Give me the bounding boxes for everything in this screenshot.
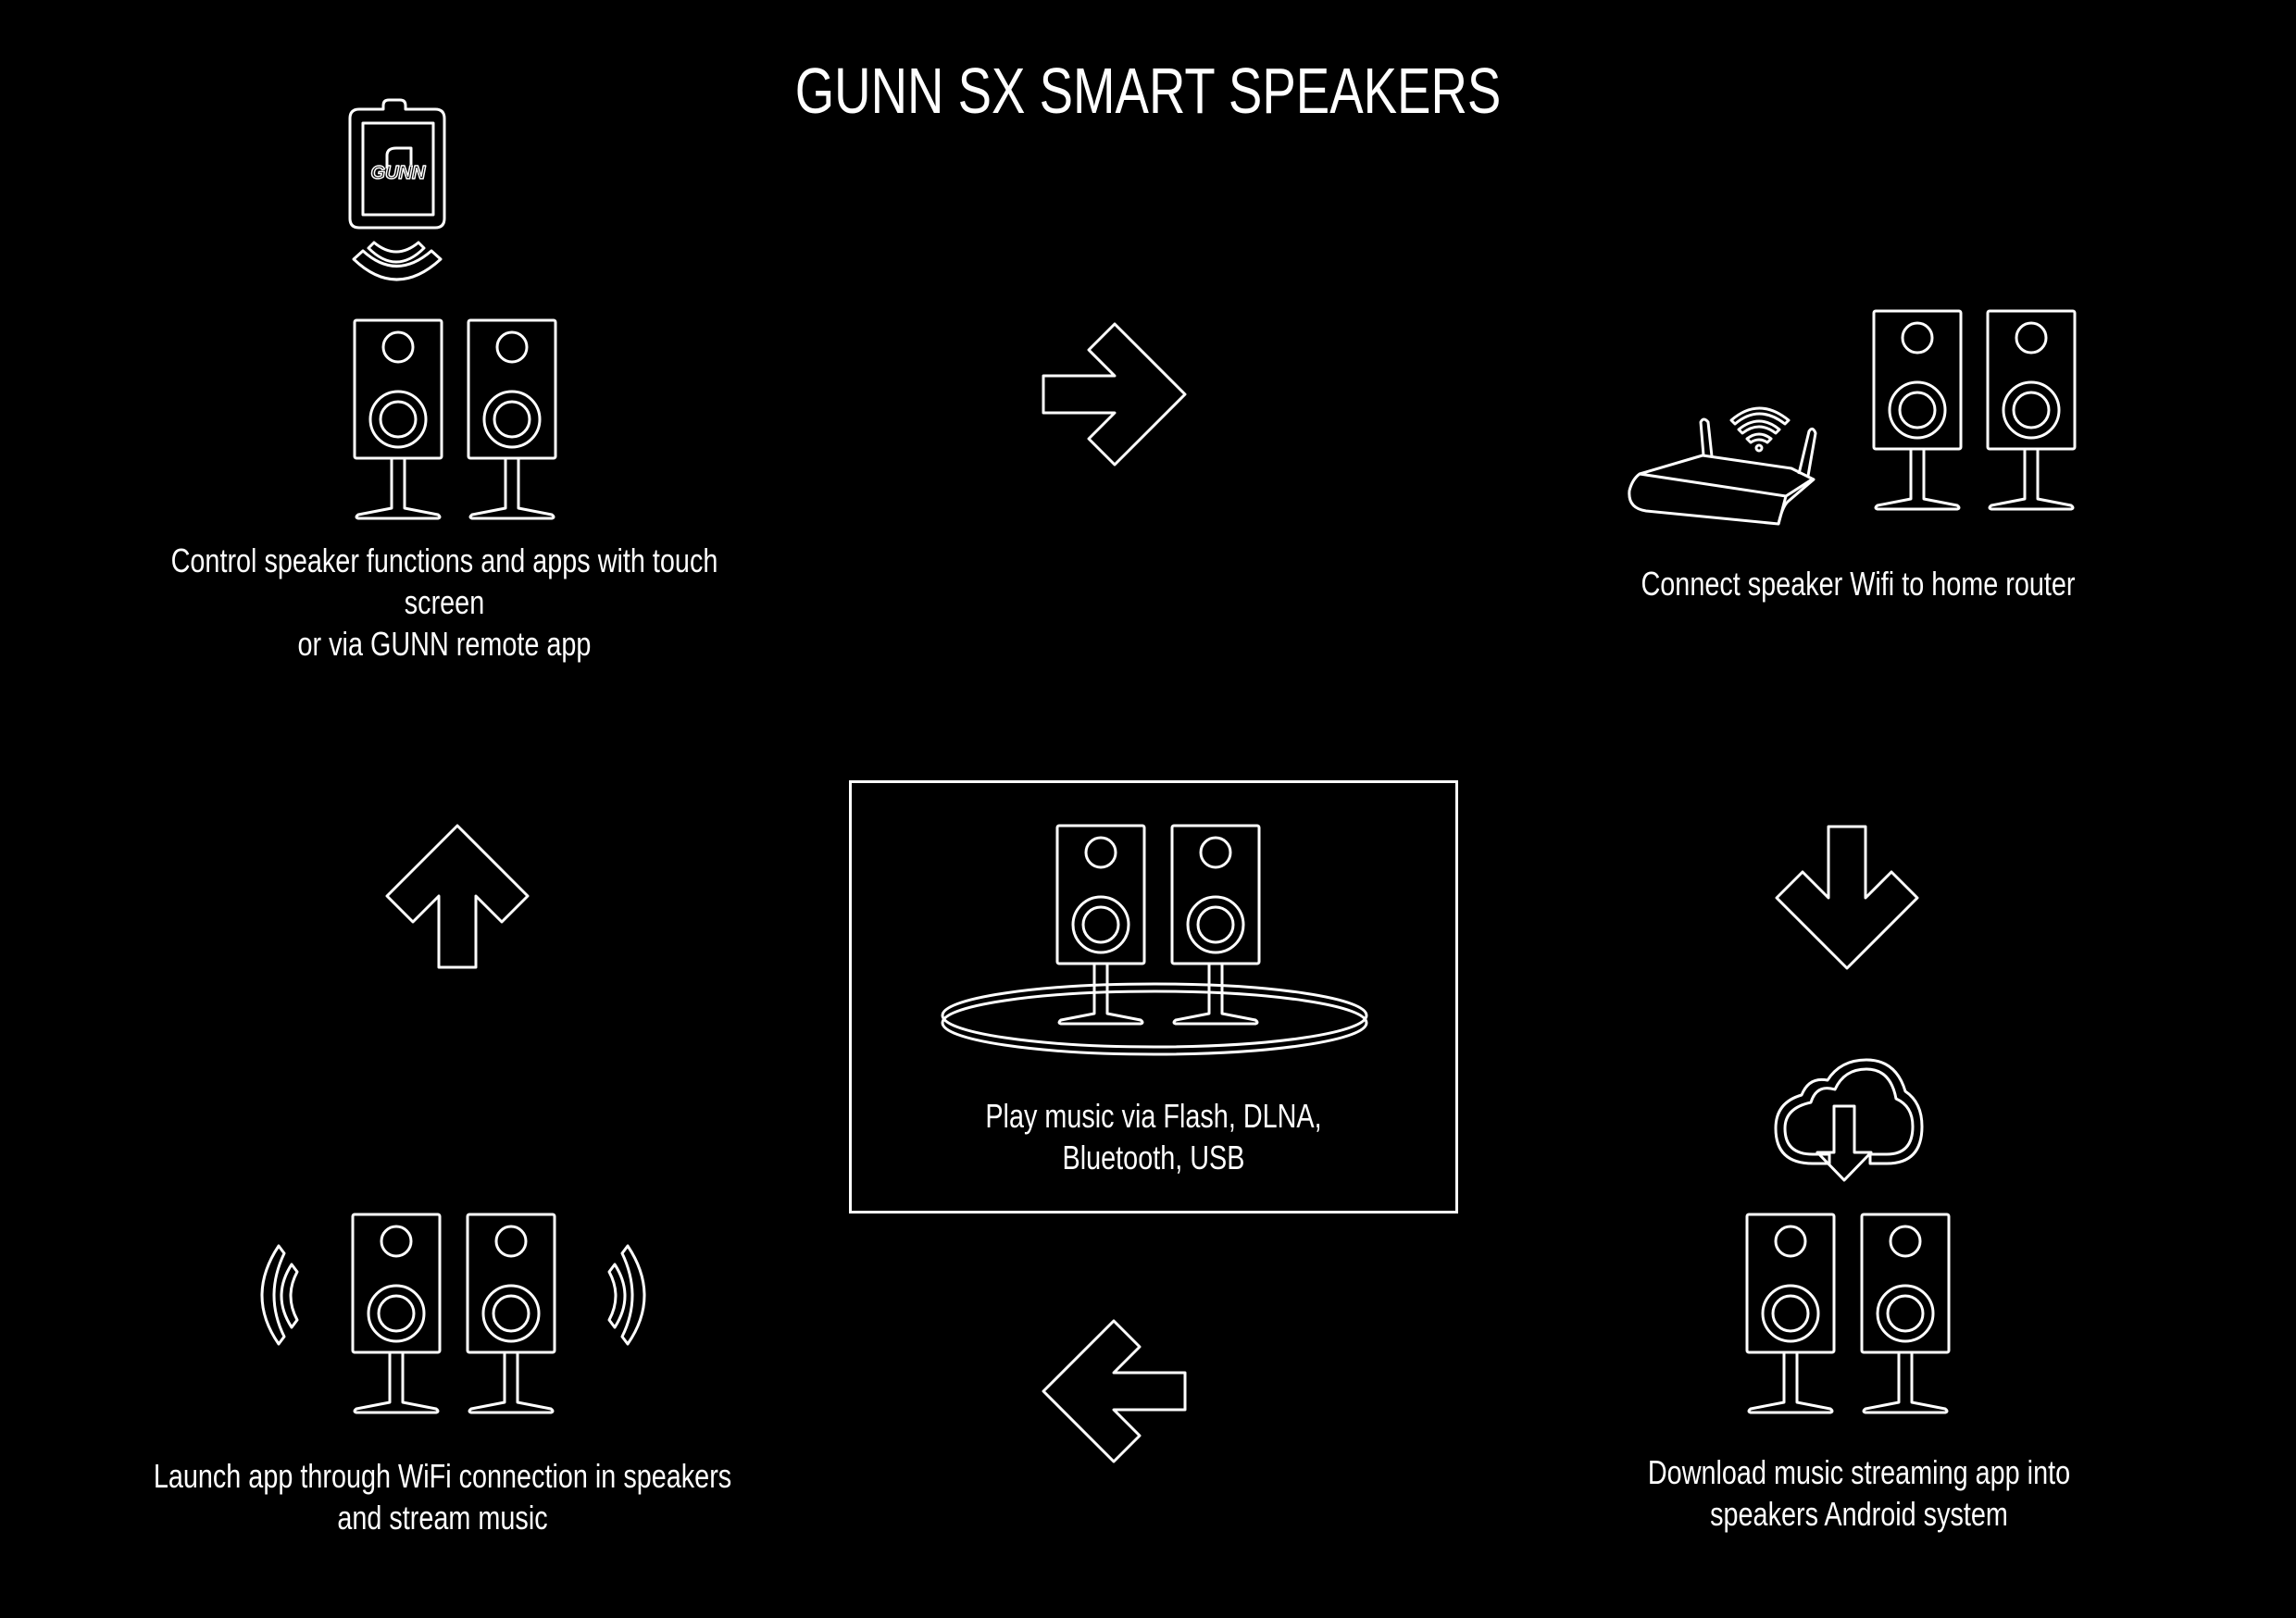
tablet-icon: GUNN (348, 98, 446, 230)
platform-icon (941, 982, 1368, 1056)
sound-waves-left-icon (260, 1244, 299, 1346)
speaker-pair-icon (1745, 1213, 1951, 1414)
signal-icon (352, 241, 443, 281)
arrow-down-icon (1775, 825, 1919, 970)
page-title: GUNN SX SMART SPEAKERS (794, 55, 1502, 127)
step-control-caption: Control speaker functions and apps with … (170, 541, 718, 663)
center-caption: Play music via Flash, DLNA, Bluetooth, U… (985, 1097, 1322, 1176)
step-connect-caption: Connect speaker Wifi to home router (1641, 565, 2076, 603)
arrow-up-icon (385, 824, 530, 969)
wifi-icon (1729, 406, 1791, 453)
step-download-caption: Download music streaming app into speake… (1647, 1453, 2071, 1533)
svg-text:GUNN: GUNN (371, 163, 426, 183)
speaker-pair-icon (351, 1213, 556, 1414)
cloud-download-icon (1774, 1058, 1924, 1182)
arrow-left-icon (1042, 1319, 1187, 1463)
speaker-pair-icon (353, 318, 557, 520)
arrow-right-icon (1042, 322, 1187, 467)
speaker-pair-icon (1055, 824, 1261, 1026)
router-icon (1628, 417, 1817, 526)
step-launch-caption: Launch app through WiFi connection in sp… (153, 1457, 732, 1537)
center-box (849, 780, 1458, 1214)
speaker-pair-icon (1872, 309, 2077, 511)
sound-waves-right-icon (607, 1244, 646, 1346)
